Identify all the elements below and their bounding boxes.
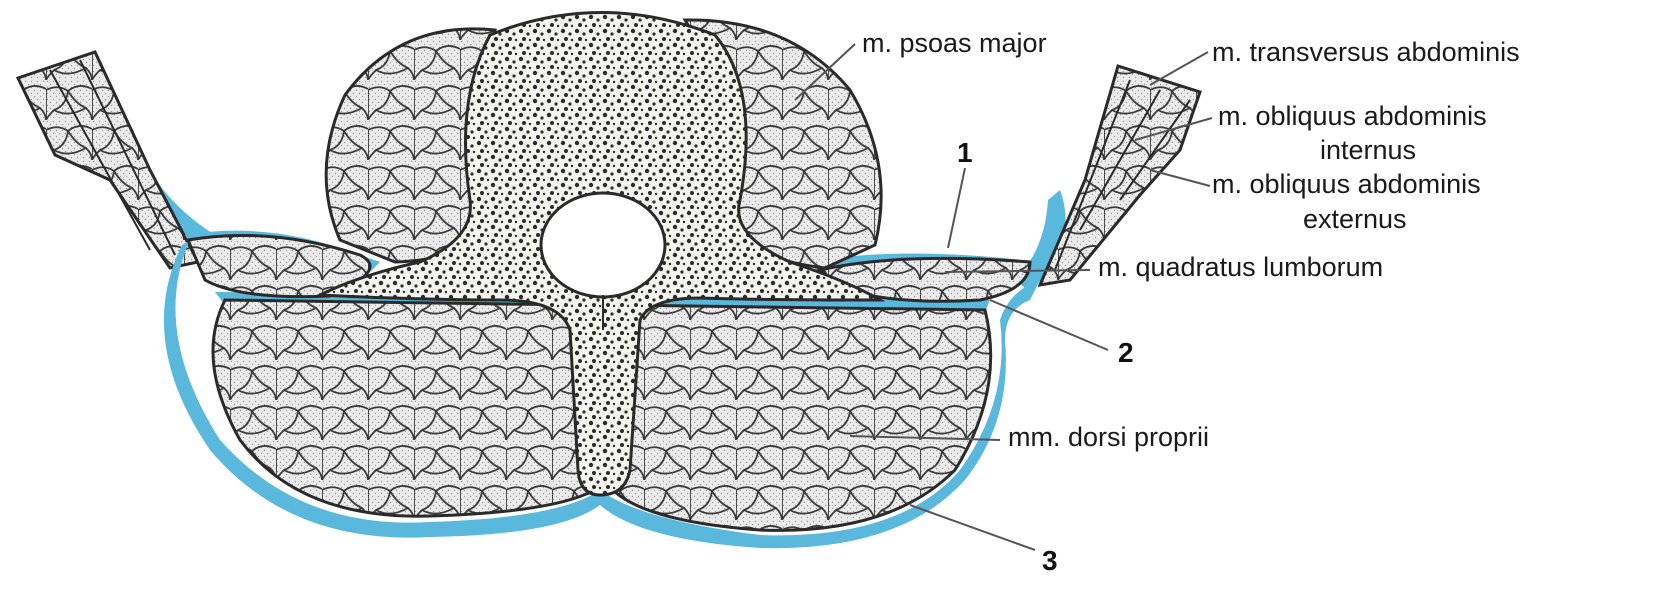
label-obliquus-internus-line1: m. obliquus abdominis [1218, 101, 1487, 131]
label-obliquus-externus-line1: m. obliquus abdominis [1212, 169, 1481, 199]
label-psoas-major: m. psoas major [862, 28, 1047, 58]
label-obliquus-externus-line2: externus [1303, 204, 1407, 234]
marker-2: 2 [1118, 337, 1134, 368]
label-transversus-abdominis: m. transversus abdominis [1212, 37, 1520, 67]
label-quadratus-lumborum: m. quadratus lumborum [1098, 252, 1383, 282]
marker-1: 1 [957, 137, 973, 168]
marker-3: 3 [1042, 545, 1058, 576]
label-obliquus-internus-line2: internus [1320, 135, 1416, 165]
label-dorsi-proprii: mm. dorsi proprii [1008, 422, 1209, 452]
